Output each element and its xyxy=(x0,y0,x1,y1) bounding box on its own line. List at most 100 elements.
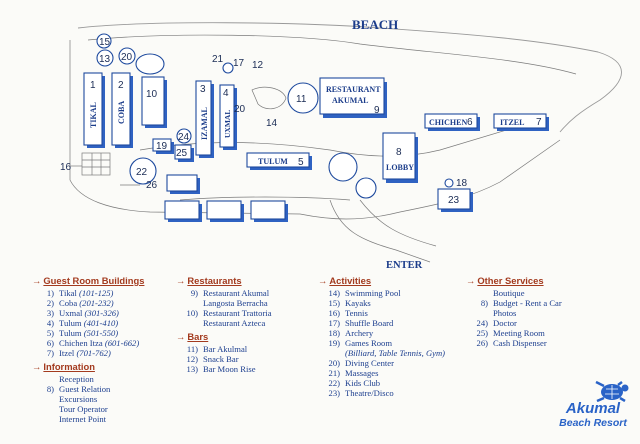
svg-text:15: 15 xyxy=(99,37,111,48)
meeting-room[interactable]: 25 xyxy=(174,144,194,162)
service-line: 8)Budget - Rent a Car xyxy=(480,298,562,308)
svg-text:8: 8 xyxy=(396,147,402,158)
marker-13[interactable]: 13 xyxy=(96,49,114,67)
turtle-icon xyxy=(595,380,629,402)
svg-text:6: 6 xyxy=(467,117,473,128)
building-chichen[interactable]: CHICHEN 6 xyxy=(424,113,480,131)
kids-club[interactable]: 22 xyxy=(129,157,157,185)
svg-text:18: 18 xyxy=(456,178,468,189)
legend-heading: →Information xyxy=(32,361,95,372)
building-trattoria[interactable]: 10 xyxy=(141,76,167,128)
building-restaurant-akumal[interactable]: RESTAURANT AKUMAL 9 xyxy=(319,77,387,118)
building-izamal[interactable]: 3 IZAMAL xyxy=(195,80,214,158)
svg-text:22: 22 xyxy=(136,167,148,178)
list-item: 11)Bar Akulmal xyxy=(186,344,248,354)
list-item: 15)Kayaks xyxy=(328,298,371,308)
list-item-sub: Restaurant Azteca xyxy=(203,318,266,328)
theatre-disco[interactable]: 23 xyxy=(437,188,473,212)
doctor[interactable]: 24 xyxy=(176,128,192,144)
legend-heading: →Bars xyxy=(176,331,209,342)
svg-text:UXMAL: UXMAL xyxy=(223,110,232,138)
legend-heading: →Other Services xyxy=(466,275,544,286)
list-item: 21)Massages xyxy=(328,368,379,378)
svg-text:14: 14 xyxy=(266,118,278,129)
beach-label: BEACH xyxy=(352,17,398,32)
resort-logo: Akumal Beach Resort xyxy=(548,380,638,429)
info-line: 8)Guest Relation xyxy=(46,384,111,394)
svg-text:10: 10 xyxy=(146,89,158,100)
svg-text:TIKAL: TIKAL xyxy=(89,102,98,128)
list-item: 16)Tennis xyxy=(328,308,368,318)
bar-akumal[interactable]: 11 xyxy=(287,82,319,114)
legend-guest-rooms: →Guest Room Buildings 1)Tikal (101-125)2… xyxy=(32,275,145,425)
cash-dispenser[interactable]: 26 xyxy=(120,180,158,191)
building-tikal[interactable]: 1 TIKAL xyxy=(83,72,105,148)
resort-map: BEACH ENTER 1 TIKAL 2 COBA 10 3 IZAMAL 4… xyxy=(60,17,622,271)
svg-text:1: 1 xyxy=(90,80,96,91)
access-road xyxy=(359,199,437,247)
legend-heading: →Activities xyxy=(318,275,372,286)
list-item: 10)Restaurant Trattoria xyxy=(186,308,272,318)
list-item: 12)Snack Bar xyxy=(186,354,239,364)
logo-tagline: Beach Resort xyxy=(559,417,627,429)
list-item-sub: Langosta Berracha xyxy=(203,298,268,308)
marker-12: 12 xyxy=(252,60,264,71)
guest-room-item: 7)Itzel (701-762) xyxy=(46,348,111,358)
guest-room-item: 2)Coba (201-232) xyxy=(46,298,114,308)
round-building xyxy=(328,152,358,182)
info-line: Excursions xyxy=(59,394,98,404)
building-lobby[interactable]: 8 LOBBY xyxy=(382,132,418,183)
swimming-pool[interactable]: 14 xyxy=(251,86,287,129)
building-block xyxy=(206,200,242,220)
svg-text:AKUMAL: AKUMAL xyxy=(332,96,368,105)
building-itzel[interactable]: ITZEL 7 xyxy=(493,113,549,131)
svg-text:5: 5 xyxy=(298,157,304,168)
svg-text:7: 7 xyxy=(536,117,542,128)
legend-heading: →Restaurants xyxy=(176,275,242,286)
svg-text:19: 19 xyxy=(156,141,168,152)
svg-text:26: 26 xyxy=(146,180,158,191)
guest-room-list: 1)Tikal (101-125)2)Coba (201-232)3)Uxmal… xyxy=(32,288,144,358)
marker-20-circle[interactable]: 20 xyxy=(118,47,136,65)
list-item: 19)Games Room xyxy=(328,338,393,348)
guest-room-item: 6)Chichen Itza (601-662) xyxy=(46,338,140,348)
shuffle-board[interactable]: 17 xyxy=(222,58,245,74)
list-item: 13)Bar Moon Rise xyxy=(186,364,256,374)
enter-label: ENTER xyxy=(386,260,423,271)
svg-text:TULUM: TULUM xyxy=(258,157,288,166)
list-item: 18)Archery xyxy=(328,328,374,338)
svg-text:RESTAURANT: RESTAURANT xyxy=(326,85,381,94)
svg-text:23: 23 xyxy=(448,195,460,206)
access-road xyxy=(329,199,431,263)
legend-activities: →Activities 14)Swimming Pool 15)Kayaks 1… xyxy=(318,275,445,399)
list-item: 26)Cash Dispenser xyxy=(476,338,547,348)
list-item: 17)Shuffle Board xyxy=(328,318,394,328)
service-line: Photos xyxy=(493,308,517,318)
building-block xyxy=(166,174,198,192)
games-room[interactable]: 19 xyxy=(152,138,174,154)
list-item: 9)Restaurant Akumal xyxy=(190,288,270,298)
archery[interactable]: 18 xyxy=(444,178,468,189)
guest-room-item: 3)Uxmal (301-326) xyxy=(46,308,119,318)
list-item: 14)Swimming Pool xyxy=(328,288,401,298)
svg-text:17: 17 xyxy=(233,58,245,69)
building-tulum[interactable]: TULUM 5 xyxy=(246,152,312,170)
guest-room-item: 1)Tikal (101-125) xyxy=(46,288,114,298)
building-block xyxy=(164,200,200,220)
svg-text:9: 9 xyxy=(374,105,380,116)
service-line: Boutique xyxy=(493,288,525,298)
marker-15[interactable]: 15 xyxy=(96,33,112,49)
legend-restaurants: →Restaurants 9)Restaurant Akumal Langost… xyxy=(176,275,272,375)
info-line: Internet Point xyxy=(59,414,107,424)
svg-text:IZAMAL: IZAMAL xyxy=(200,107,209,140)
svg-text:11: 11 xyxy=(296,94,307,105)
coastline-inner xyxy=(87,34,577,75)
svg-text:ITZEL: ITZEL xyxy=(500,118,524,127)
legend-heading: →Guest Room Buildings xyxy=(32,275,145,286)
list-item: 24)Doctor xyxy=(476,318,517,328)
tennis-court[interactable]: 16 xyxy=(60,152,111,176)
building-uxmal[interactable]: 4 UXMAL xyxy=(219,84,237,150)
marker-21: 21 xyxy=(212,54,224,65)
svg-text:3: 3 xyxy=(200,84,206,95)
building-coba[interactable]: 2 COBA xyxy=(111,72,133,148)
